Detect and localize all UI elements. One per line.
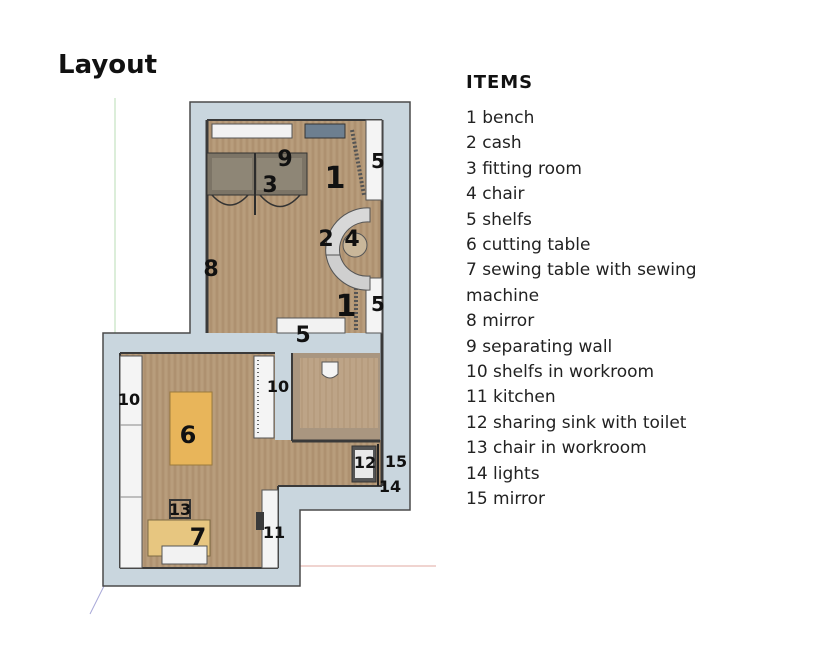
label-sewing-table: 7 <box>190 523 207 551</box>
legend-item: 5 shelfs <box>466 209 532 230</box>
label-cash: 2 <box>318 227 333 252</box>
shelf <box>365 277 383 334</box>
legend-item: 15 mirror <box>466 489 546 510</box>
legend-item: 10 shelfs in workroom <box>466 362 655 383</box>
label-lights: 14 <box>379 477 401 496</box>
curtain <box>211 194 249 206</box>
legend-item: 13 chair in workroom <box>466 438 647 459</box>
clothes-rail <box>350 129 366 196</box>
legend-item: 2 cash <box>466 133 522 154</box>
curtain <box>259 194 301 208</box>
bathroom-inner <box>300 358 378 428</box>
cutting-table <box>169 391 213 466</box>
items-legend: 1 bench 2 cash 3 fitting room 4 chair 5 … <box>466 106 706 513</box>
toilet <box>321 361 339 379</box>
label-shelfs-mid: 5 <box>371 292 385 316</box>
label-chair: 4 <box>344 227 359 252</box>
kitchen-appliance <box>256 512 264 530</box>
label-workroom-chair: 13 <box>169 500 191 519</box>
legend-item: 9 separating wall <box>466 336 613 357</box>
label-mirror-bath: 15 <box>385 452 407 471</box>
items-heading: ITEMS <box>466 72 534 93</box>
sewing-machine <box>161 545 208 565</box>
legend-item: 7 sewing table with sewing machine <box>466 260 697 306</box>
label-fitting-room: 3 <box>262 173 277 198</box>
label-separating-wall: 9 <box>277 147 292 172</box>
shelf <box>365 119 383 201</box>
label-bench-top: 1 <box>325 161 346 196</box>
legend-item: 4 chair <box>466 184 525 205</box>
bench <box>276 317 346 334</box>
cash-counter <box>325 254 371 291</box>
workroom-chair <box>169 499 191 519</box>
label-mirror: 8 <box>203 257 218 282</box>
legend-item: 8 mirror <box>466 311 535 332</box>
workroom-shelf <box>119 355 143 569</box>
page-title: Layout <box>58 50 158 80</box>
label-workroom-shelfs-right: 10 <box>267 377 289 396</box>
label-sink: 12 <box>354 453 376 472</box>
label-shelfs-top: 5 <box>371 149 385 173</box>
legend-item: 1 bench <box>466 108 535 128</box>
legend-item: 12 sharing sink with toilet <box>466 412 687 433</box>
legend-item: 11 kitchen <box>466 387 556 408</box>
guide-line <box>89 585 105 615</box>
chair <box>342 232 368 258</box>
label-cutting-table: 6 <box>180 421 197 449</box>
fitting-room-booth <box>212 158 252 190</box>
window <box>304 123 346 139</box>
label-bench-bottom: 1 <box>336 289 357 324</box>
label-shelfs-bottom: 5 <box>295 323 310 348</box>
legend-item: 14 lights <box>466 463 540 484</box>
window <box>211 123 293 139</box>
fitting-room-booth <box>257 158 302 190</box>
legend-item: 3 fitting room <box>466 158 582 179</box>
sink <box>355 450 373 478</box>
legend-item: 6 cutting table <box>466 235 591 256</box>
label-workroom-shelfs-left: 10 <box>118 390 140 409</box>
label-kitchen: 11 <box>263 523 285 542</box>
